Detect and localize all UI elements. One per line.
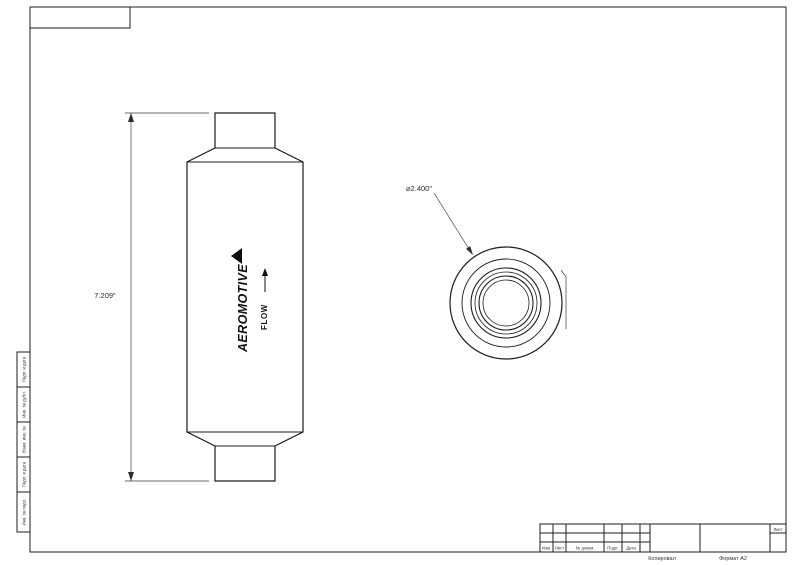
flow-label: FLOW	[260, 304, 269, 330]
leader-arrow-icon	[466, 246, 473, 255]
outer-diameter-circle	[449, 246, 563, 360]
stamp-label: Подп. и дата	[22, 356, 27, 382]
title-block-rect	[539, 523, 787, 553]
flow-arrow-icon	[262, 268, 268, 276]
diameter-label: ⌀2.400"	[406, 184, 432, 193]
left-stamp-column: Подп. и дата Инв. № дубл. Взам. инв. № П…	[16, 351, 31, 533]
stamp-label: Инв. № дубл.	[22, 391, 27, 418]
zone-box	[29, 6, 131, 29]
dimension-arrow-icon	[128, 113, 134, 122]
port-circle	[478, 275, 534, 331]
side-tangent-line	[560, 269, 567, 329]
copied-label: Копировал	[648, 556, 676, 562]
title-block-col-label: № докум.	[576, 546, 595, 551]
title-block: Изм. Лист № докум. Подп. Дата Лист	[539, 523, 787, 553]
title-block-col-label: Лист	[555, 546, 564, 551]
border-rect	[29, 6, 787, 553]
title-block-col-label: Дата	[626, 546, 636, 551]
stamp-box	[16, 491, 31, 533]
height-dimension: 7.209"	[94, 112, 209, 482]
port-circle	[474, 271, 538, 335]
format-label: Формат А2	[719, 556, 747, 562]
stamp-label: Взам. инв. №	[22, 426, 27, 453]
end-view: ⌀2.400"	[406, 184, 567, 360]
brand-text: AEROMOTIVE	[236, 264, 250, 353]
diameter-callout: ⌀2.400"	[406, 184, 473, 255]
stamp-label: Инв. № подл.	[22, 499, 27, 526]
front-view: AEROMOTIVE FLOW 7.209"	[94, 112, 304, 482]
aeromotive-logo: AEROMOTIVE	[231, 248, 250, 353]
title-block-col-label: Изм.	[542, 546, 551, 551]
flow-indicator: FLOW	[260, 268, 269, 330]
sheet-number-label: Лист	[773, 527, 782, 532]
frame-footer: Копировал Формат А2	[648, 556, 747, 562]
aeromotive-emblem-icon	[231, 248, 242, 264]
leader-line	[433, 192, 470, 250]
inner-ring-circle	[461, 258, 551, 348]
title-block-col-label: Подп.	[607, 546, 618, 551]
port-circle	[470, 267, 542, 339]
stamp-label: Подп. и дата	[22, 461, 27, 487]
height-dimension-label: 7.209"	[94, 291, 116, 300]
sheet-frame	[29, 6, 787, 553]
dimension-arrow-icon	[128, 472, 134, 481]
port-circle	[482, 279, 530, 327]
